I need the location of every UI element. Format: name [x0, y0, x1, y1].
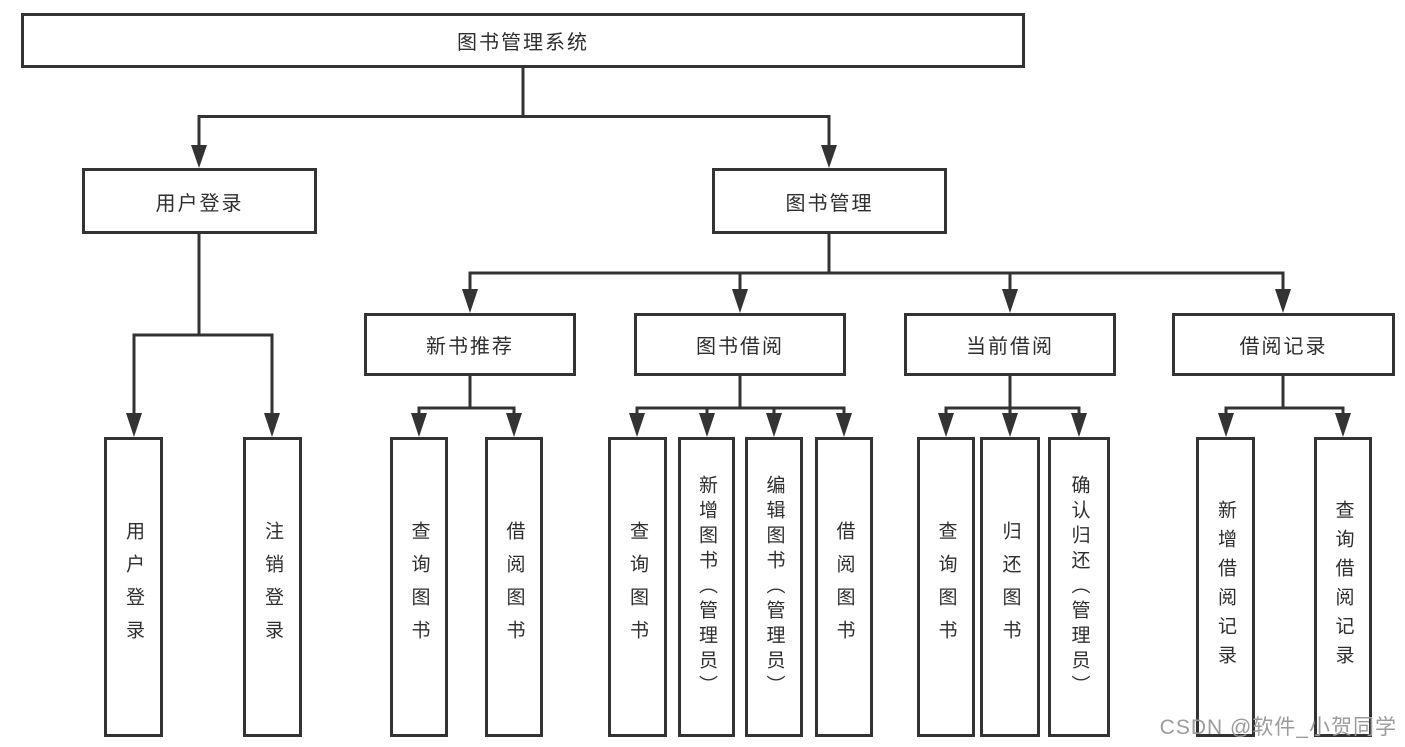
node-borrow-record: 借阅记录: [1172, 313, 1395, 376]
connector-current-group: [938, 376, 1087, 437]
node-book-management: 图书管理: [712, 168, 947, 234]
connector-borrow-group: [629, 376, 852, 437]
leaf-add-borrow-record-label: 新增借阅记录: [1215, 500, 1236, 674]
connector-root: [191, 68, 837, 168]
leaf-borrow-book-recommend: 借阅图书: [485, 437, 543, 737]
node-user-login-label: 用户登录: [155, 192, 244, 215]
watermark: CSDN @软件_小贺同学: [1159, 716, 1397, 739]
leaf-user-login: 用户登录: [104, 437, 163, 737]
leaf-user-login-label: 用户登录: [123, 521, 144, 653]
leaf-logout-label: 注销登录: [262, 521, 283, 653]
leaf-add-book-admin: 新增图书（管理员）: [678, 437, 735, 737]
leaf-query-book-current: 查询图书: [917, 437, 975, 737]
node-new-book-recommend-label: 新书推荐: [426, 336, 514, 358]
leaf-confirm-return-admin: 确认归还（管理员）: [1048, 437, 1110, 737]
leaf-borrow-book-recommend-label: 借阅图书: [503, 521, 525, 653]
connector-record-group: [1218, 376, 1351, 437]
node-book-borrow: 图书借阅: [634, 313, 846, 376]
leaf-logout: 注销登录: [243, 437, 302, 737]
node-user-login: 用户登录: [82, 168, 317, 234]
node-book-borrow-label: 图书借阅: [696, 336, 784, 358]
node-new-book-recommend: 新书推荐: [364, 313, 576, 376]
leaf-add-borrow-record: 新增借阅记录: [1196, 437, 1255, 737]
leaf-query-book-current-label: 查询图书: [935, 521, 957, 653]
node-root: 图书管理系统: [21, 13, 1025, 68]
leaf-return-book-label: 归还图书: [999, 521, 1021, 653]
leaf-confirm-return-admin-label: 确认归还（管理员）: [1068, 474, 1090, 700]
connector-management-group: [462, 234, 1291, 313]
node-book-management-label: 图书管理: [785, 192, 874, 215]
leaf-add-book-admin-label: 新增图书（管理员）: [696, 474, 717, 700]
leaf-query-book-borrow: 查询图书: [608, 437, 667, 737]
leaf-edit-book-admin: 编辑图书（管理员）: [745, 437, 803, 737]
connector-login-group: [126, 234, 280, 437]
node-current-borrow: 当前借阅: [904, 313, 1116, 376]
leaf-borrow-book-label: 借阅图书: [833, 521, 855, 653]
leaf-borrow-book: 借阅图书: [815, 437, 873, 737]
leaf-query-book-recommend: 查询图书: [390, 437, 448, 737]
node-current-borrow-label: 当前借阅: [966, 336, 1054, 358]
leaf-query-borrow-record: 查询借阅记录: [1314, 437, 1372, 737]
node-borrow-record-label: 借阅记录: [1239, 336, 1328, 358]
leaf-query-book-borrow-label: 查询图书: [627, 521, 648, 653]
connector-newbook-group: [411, 376, 522, 437]
leaf-query-book-recommend-label: 查询图书: [408, 521, 430, 653]
leaf-return-book: 归还图书: [980, 437, 1040, 737]
leaf-query-borrow-record-label: 查询借阅记录: [1332, 500, 1354, 674]
leaf-edit-book-admin-label: 编辑图书（管理员）: [763, 474, 785, 700]
node-root-label: 图书管理系统: [457, 32, 589, 54]
